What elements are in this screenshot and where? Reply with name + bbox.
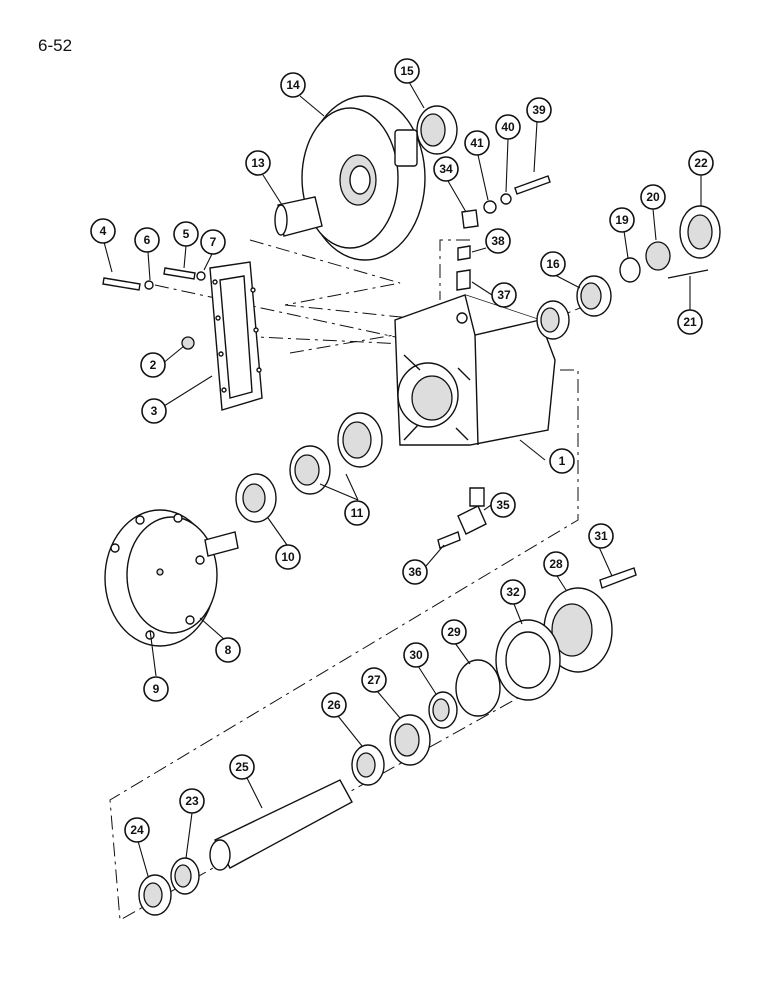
svg-text:14: 14	[286, 78, 300, 92]
callout-38: 38	[485, 228, 511, 254]
callout-9: 9	[143, 676, 169, 702]
callout-40: 40	[495, 114, 521, 140]
svg-text:6: 6	[144, 233, 151, 247]
svg-text:27: 27	[367, 673, 381, 687]
callout-34: 34	[433, 156, 459, 182]
svg-text:28: 28	[549, 557, 563, 571]
callout-25: 25	[229, 754, 255, 780]
callout-31: 31	[588, 523, 614, 549]
callout-2: 2	[140, 352, 166, 378]
svg-text:36: 36	[408, 565, 422, 579]
svg-text:23: 23	[185, 794, 199, 808]
svg-text:13: 13	[251, 156, 265, 170]
svg-text:22: 22	[694, 156, 708, 170]
svg-text:25: 25	[235, 760, 249, 774]
callout-29: 29	[441, 619, 467, 645]
svg-text:34: 34	[439, 162, 453, 176]
sleeve-part-13	[274, 196, 323, 237]
callout-7: 7	[200, 229, 226, 255]
svg-text:24: 24	[130, 823, 144, 837]
housing-part-1	[394, 294, 556, 446]
svg-text:16: 16	[546, 257, 560, 271]
svg-text:5: 5	[183, 227, 190, 241]
callout-3: 3	[141, 398, 167, 424]
callout-39: 39	[526, 97, 552, 123]
callout-21: 21	[677, 309, 703, 335]
callout-26: 26	[321, 692, 347, 718]
svg-text:4: 4	[100, 224, 107, 238]
right-bearings	[483, 175, 721, 340]
svg-text:26: 26	[327, 698, 341, 712]
callout-32: 32	[500, 579, 526, 605]
callout-24: 24	[124, 817, 150, 843]
svg-text:11: 11	[351, 506, 364, 520]
svg-text:30: 30	[409, 648, 423, 662]
callout-35: 35	[490, 492, 516, 518]
svg-text:15: 15	[400, 64, 414, 78]
bearing-cup-part-15	[416, 105, 458, 155]
callout-13: 13	[245, 150, 271, 176]
callout-20: 20	[640, 184, 666, 210]
cover-plate-part-3	[209, 261, 263, 411]
svg-text:20: 20	[646, 190, 660, 204]
callout-16: 16	[540, 251, 566, 277]
callout-28: 28	[543, 551, 569, 577]
hub-part-8	[104, 509, 239, 647]
svg-text:8: 8	[225, 643, 232, 657]
callout-1: 1	[549, 448, 575, 474]
callout-5: 5	[173, 221, 199, 247]
svg-text:40: 40	[501, 120, 515, 134]
gear-disc-part	[301, 95, 426, 261]
page-number: 6-52	[38, 36, 73, 55]
callout-27: 27	[361, 667, 387, 693]
leader-lines	[103, 81, 702, 877]
callout-6: 6	[134, 227, 160, 253]
svg-text:19: 19	[615, 213, 629, 227]
flange-group	[428, 567, 637, 729]
svg-text:32: 32	[506, 585, 520, 599]
svg-text:39: 39	[532, 103, 546, 117]
callout-14: 14	[280, 72, 306, 98]
svg-text:1: 1	[559, 454, 566, 468]
svg-text:2: 2	[150, 358, 157, 372]
callout-36: 36	[402, 559, 428, 585]
svg-text:38: 38	[491, 234, 505, 248]
svg-text:9: 9	[153, 682, 160, 696]
svg-text:21: 21	[683, 315, 697, 329]
shaft-assembly	[138, 714, 431, 916]
callout-22: 22	[688, 150, 714, 176]
callout-37: 37	[491, 282, 517, 308]
bearings-10-11	[235, 412, 383, 523]
callout-10: 10	[275, 544, 301, 570]
callout-23: 23	[179, 788, 205, 814]
callout-11: 11	[344, 500, 370, 526]
svg-text:3: 3	[151, 404, 158, 418]
callout-8: 8	[215, 637, 241, 663]
svg-text:7: 7	[210, 235, 217, 249]
bolts-and-washers	[102, 267, 206, 350]
svg-text:37: 37	[497, 288, 511, 302]
callout-19: 19	[609, 207, 635, 233]
callout-4: 4	[90, 218, 116, 244]
svg-text:35: 35	[496, 498, 510, 512]
svg-text:10: 10	[281, 550, 295, 564]
svg-text:29: 29	[447, 625, 461, 639]
svg-text:31: 31	[594, 529, 608, 543]
callout-41: 41	[464, 130, 490, 156]
svg-text:41: 41	[470, 136, 484, 150]
callout-30: 30	[403, 642, 429, 668]
fittings	[437, 209, 487, 549]
callout-15: 15	[394, 58, 420, 84]
